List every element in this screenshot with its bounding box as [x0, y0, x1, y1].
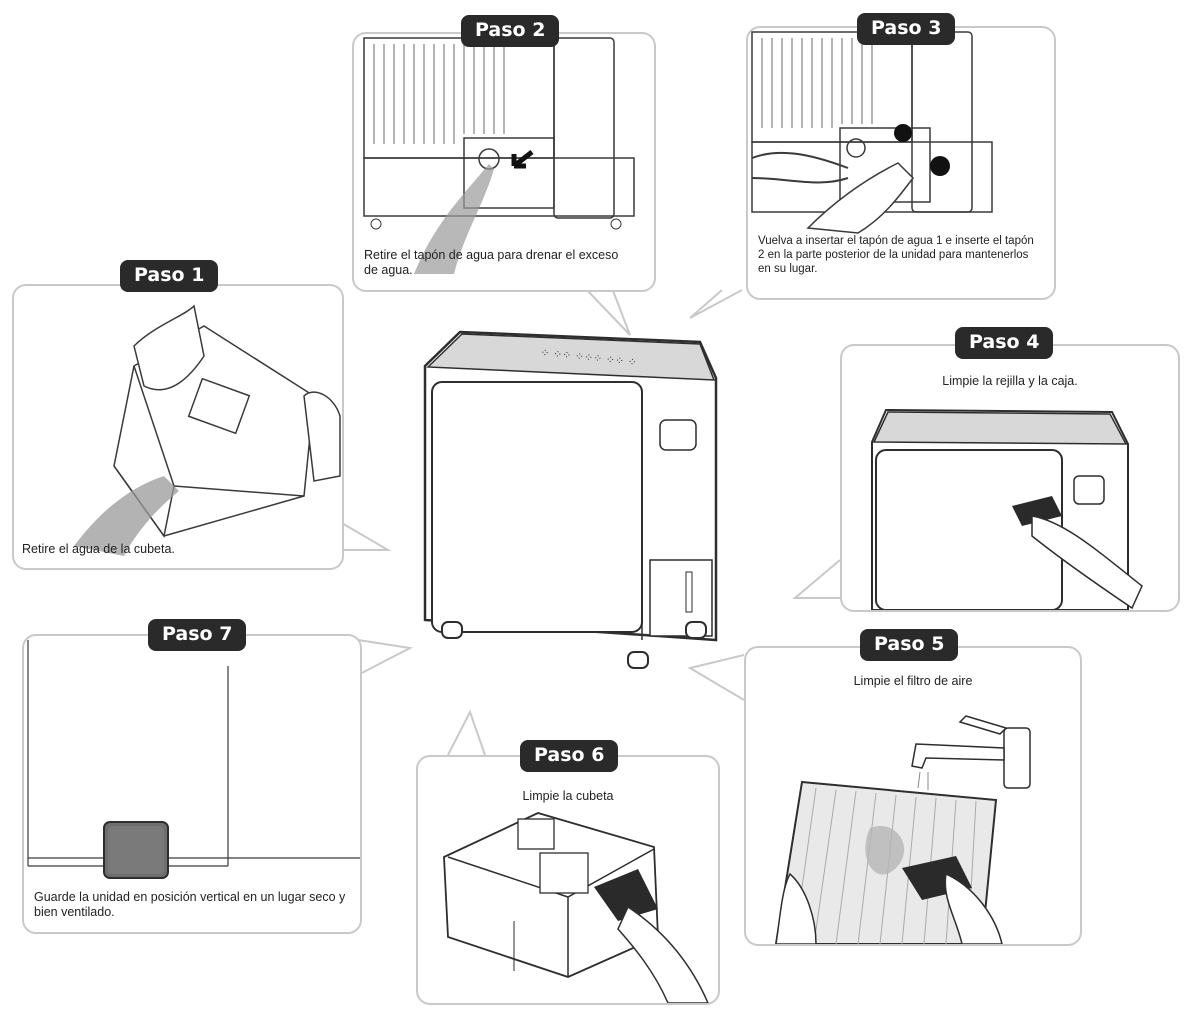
step-2-badge: Paso 2 [461, 15, 560, 47]
step-4-panel: Limpie la rejilla y la caja. [840, 344, 1180, 612]
step-5-badge: Paso 5 [860, 629, 959, 661]
step-1-panel: Retire el agua de la cubeta. [12, 284, 344, 570]
step-6-caption: Limpie la cubeta [522, 789, 614, 803]
step-3-caption: Vuelva a insertar el tapón de agua 1 e i… [758, 235, 1034, 275]
step-6-badge: Paso 6 [520, 740, 619, 772]
step-7-panel: Guarde la unidad en posición vertical en… [22, 634, 362, 934]
empty-bucket-illustration [74, 304, 341, 556]
step-3-panel: Vuelva a insertar el tapón de agua 1 e i… [746, 26, 1056, 300]
step-1-badge: Paso 1 [120, 260, 219, 292]
step-1-caption: Retire el agua de la cubeta. [22, 542, 175, 556]
bucket-cleaning-illustration [443, 812, 709, 1003]
step-7-caption: Guarde la unidad en posición vertical en… [34, 890, 346, 919]
step-5-caption: Limpie el filtro de aire [853, 674, 973, 688]
step-2-panel: Retire el tapón de agua para drenar el e… [352, 32, 656, 292]
faucet-icon [911, 715, 1031, 790]
drain-plug-illustration [363, 37, 635, 274]
step-5-panel: Limpie el filtro de aire [744, 646, 1082, 946]
step-4-badge: Paso 4 [955, 327, 1054, 359]
storage-room-illustration [27, 640, 360, 879]
air-filter-illustration [774, 715, 1031, 944]
step-2-caption: Retire el tapón de agua para drenar el e… [364, 248, 619, 277]
step-3-badge: Paso 3 [857, 13, 956, 45]
wipe-casing-illustration [871, 408, 1143, 610]
step-7-badge: Paso 7 [148, 619, 247, 651]
step-6-panel: Limpie la cubeta [416, 755, 720, 1005]
step-4-caption: Limpie la rejilla y la caja. [942, 374, 1078, 388]
